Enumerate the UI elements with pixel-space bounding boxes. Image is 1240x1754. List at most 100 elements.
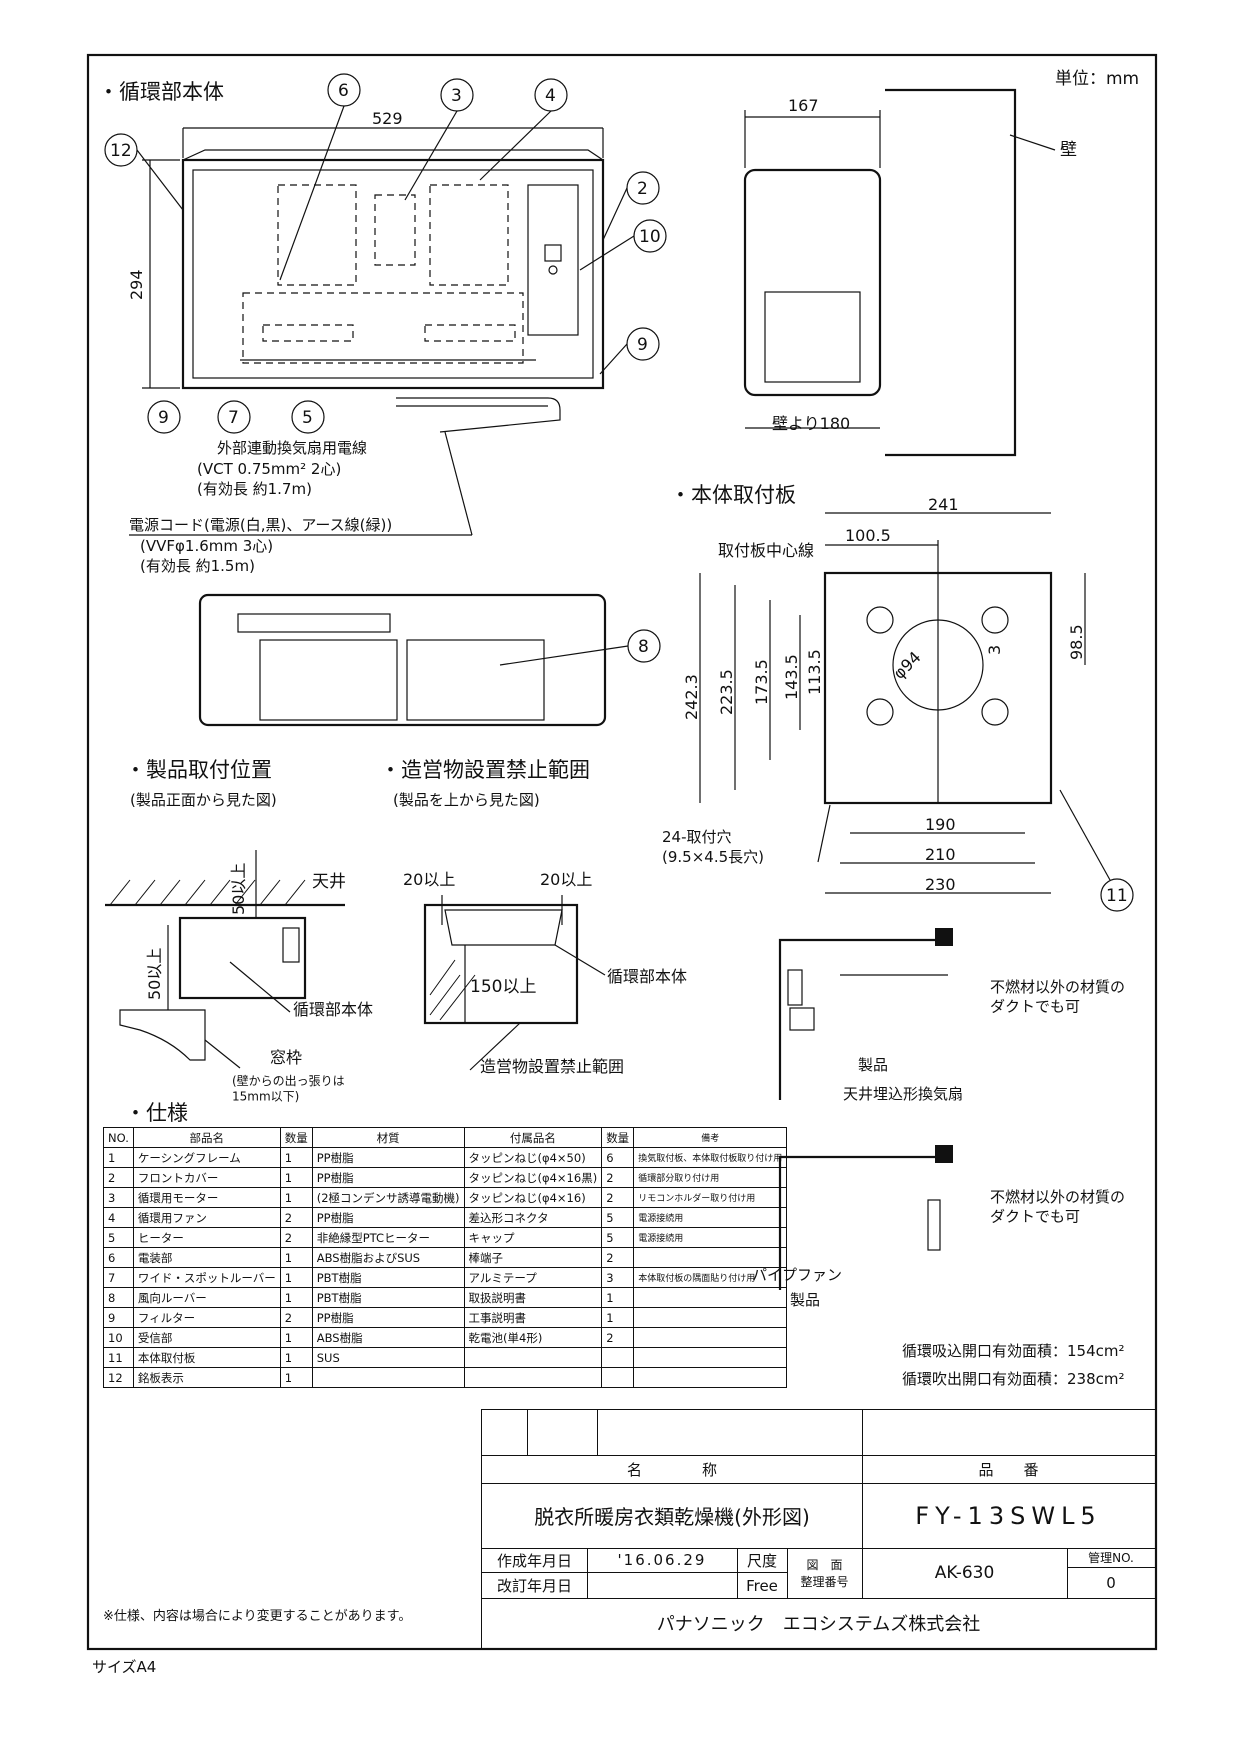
spec-cell: 工事説明書 [463, 1307, 603, 1328]
dim-min-50b: 50以上 [145, 948, 164, 1000]
spec-cell [633, 1367, 788, 1388]
ext-wire-label: 外部連動換気扇用電線 [217, 439, 367, 457]
spec-cell: 8 [103, 1287, 134, 1308]
product-name: 脱衣所暖房衣類乾燥機(外形図) [482, 1483, 863, 1548]
no-build-zone-sub: (製品を上から見た図) [393, 791, 540, 809]
spec-cell: 11 [103, 1347, 134, 1368]
spec-cell: (2極コンデンサ誘導電動機) [311, 1187, 465, 1208]
product-number: FY-13SWL5 [915, 1501, 1102, 1530]
spec-cell: タッピンねじ(φ4×50) [463, 1147, 603, 1168]
spec-cell: 取扱説明書 [463, 1287, 603, 1308]
dim-173-5: 173.5 [752, 659, 771, 705]
svg-text:3: 3 [451, 86, 462, 106]
mount-plate-view: 11 [699, 512, 1134, 912]
spec-cell: 2 [103, 1167, 134, 1188]
spec-cell: 5 [103, 1227, 134, 1248]
duct-note-1: 不燃材以外の材質のダクトでも可 [990, 978, 1125, 1016]
spec-cell: 電源接続用 [633, 1207, 788, 1228]
dim-223-5: 223.5 [717, 669, 736, 715]
spec-cell: 非絶縁型PTCヒーター [311, 1227, 465, 1248]
spec-cell: 換気取付板、本体取付板取り付け用 [633, 1147, 788, 1168]
dim-3: 3 [985, 645, 1004, 655]
cord-spec: (VVFφ1.6mm 3心) [140, 537, 273, 555]
spec-header-cell: 備考 [633, 1127, 788, 1148]
unit-label: 単位：mm [1055, 69, 1139, 89]
svg-text:9: 9 [637, 335, 648, 355]
spec-header-cell: 付属品名 [463, 1127, 603, 1148]
spec-cell: 1 [279, 1247, 313, 1268]
spec-cell: 本体取付板 [132, 1347, 281, 1368]
wall-label: 壁 [1060, 140, 1077, 160]
svg-text:5: 5 [302, 408, 313, 428]
spec-cell: ヒーター [132, 1227, 281, 1248]
spec-cell: リモコンホルダー取り付け用 [633, 1187, 788, 1208]
scale-label: 尺度 [737, 1548, 788, 1573]
dim-wall-180: 壁より180 [772, 414, 850, 433]
spec-cell: 1 [279, 1287, 313, 1308]
holes-label: 24-取付穴 [662, 828, 732, 846]
spec-cell: 1 [279, 1347, 313, 1368]
spec-cell: 6 [103, 1247, 134, 1268]
spec-cell [633, 1347, 788, 1368]
spec-header-cell: NO. [103, 1127, 134, 1148]
dim-113-5: 113.5 [805, 649, 824, 695]
dim-242-3: 242.3 [682, 674, 701, 720]
product-label-1: 製品 [858, 1056, 888, 1074]
spec-cell [601, 1367, 635, 1388]
cord-length: (有効長 約1.5m) [140, 557, 255, 575]
spec-cell [311, 1367, 465, 1388]
spec-cell: 2 [279, 1227, 313, 1248]
dim-190: 190 [925, 815, 956, 834]
spec-cell: 1 [103, 1147, 134, 1168]
dim-241: 241 [928, 495, 959, 514]
number-label: 品 番 [978, 1460, 1039, 1479]
spec-cell [633, 1287, 788, 1308]
spec-cell: PP樹脂 [311, 1147, 465, 1168]
spec-cell: 循環用モーター [132, 1187, 281, 1208]
spec-cell: 風向ルーバー [132, 1287, 281, 1308]
cord-label: 電源コード(電源(白,黒)、アース線(緑)) [129, 516, 392, 534]
spec-cell [601, 1347, 635, 1368]
svg-text:4: 4 [545, 86, 556, 106]
svg-text:12: 12 [110, 141, 132, 161]
spec-header-row: NO.部品名数量材質付属品名数量備考 [103, 1127, 788, 1148]
dim-230: 230 [925, 875, 956, 894]
spec-header-cell: 数量 [279, 1127, 313, 1148]
created-label: 作成年月日 [482, 1548, 588, 1573]
spec-cell: 1 [279, 1367, 313, 1388]
side-view [743, 88, 1017, 457]
spec-cell: 電装部 [132, 1247, 281, 1268]
spec-cell: 1 [279, 1147, 313, 1168]
ext-wire-length: (有効長 約1.7m) [197, 480, 312, 498]
spec-cell: 2 [601, 1247, 635, 1268]
spec-cell: PBT樹脂 [311, 1267, 465, 1288]
spec-cell: PP樹脂 [311, 1207, 465, 1228]
page-frame [86, 53, 1158, 1651]
spec-cell [463, 1367, 603, 1388]
spec-cell [463, 1347, 603, 1368]
created-date: '16.06.29 [587, 1548, 738, 1573]
spec-cell: 2 [279, 1307, 313, 1328]
title-block: 名 称 品 番 脱衣所暖房衣類乾燥機(外形図) FY-13SWL5 作成年月日 … [481, 1409, 1156, 1649]
intake-area: 循環吸込開口有効面積：154cm² [902, 1342, 1125, 1360]
spec-cell: フィルター [132, 1307, 281, 1328]
section-mount-plate: ・本体取付板 [670, 483, 796, 507]
spec-cell: 5 [601, 1207, 635, 1228]
spec-cell: 2 [601, 1187, 635, 1208]
name-label: 名 称 [482, 1455, 863, 1483]
spec-cell: 受信部 [132, 1327, 281, 1348]
svg-text:2: 2 [637, 179, 648, 199]
spec-cell: 10 [103, 1327, 134, 1348]
spec-cell: 電源接続用 [633, 1227, 788, 1248]
spec-cell: フロントカバー [132, 1167, 281, 1188]
svg-text:6: 6 [338, 81, 349, 101]
spec-cell: 2 [601, 1327, 635, 1348]
product-position-view [105, 850, 345, 1061]
